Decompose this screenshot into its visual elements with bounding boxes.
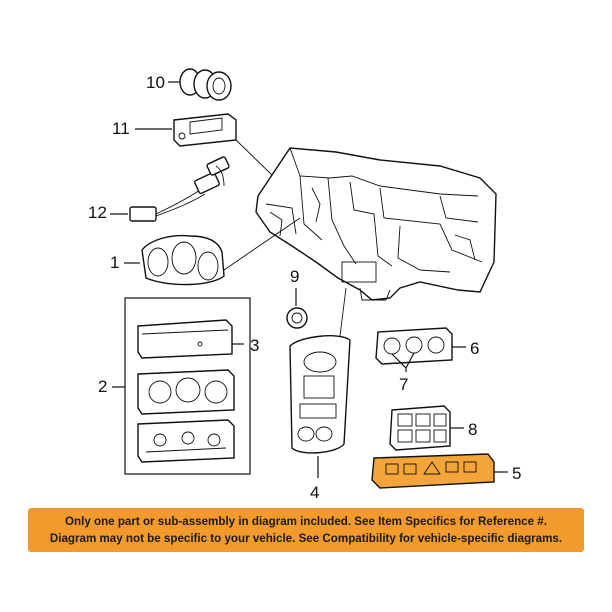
callout-1: 1 bbox=[110, 253, 119, 272]
callout-7: 7 bbox=[399, 375, 408, 394]
part-11-switch-module bbox=[173, 113, 273, 176]
callout-10: 10 bbox=[146, 73, 165, 92]
dashboard-frame bbox=[255, 147, 497, 301]
callout-6: 6 bbox=[470, 339, 479, 358]
part-1-cluster-bezel bbox=[141, 217, 301, 286]
callout-11: 11 bbox=[112, 119, 130, 138]
part-8-switch-bank bbox=[389, 405, 451, 451]
callout-5: 5 bbox=[512, 464, 521, 483]
part-6-climate-control bbox=[375, 327, 453, 365]
part-9-knob bbox=[286, 307, 308, 329]
part-2-group-box bbox=[124, 297, 251, 475]
callout-2: 2 bbox=[98, 377, 107, 396]
part-3-display bbox=[137, 319, 233, 359]
callout-3: 3 bbox=[250, 336, 259, 355]
callout-12: 12 bbox=[88, 203, 107, 222]
disclaimer-banner: Only one part or sub-assembly in diagram… bbox=[28, 508, 584, 552]
part-4-center-bezel bbox=[289, 287, 351, 454]
part-2-circuit-board bbox=[137, 419, 235, 463]
disclaimer-line-1: Only one part or sub-assembly in diagram… bbox=[65, 515, 547, 528]
part-10-knob-cluster bbox=[179, 68, 232, 101]
part-5-bracket bbox=[371, 453, 495, 489]
callout-4: 4 bbox=[310, 483, 319, 502]
disclaimer-line-2: Diagram may not be specific to your vehi… bbox=[49, 532, 563, 545]
part-12-wire-harness bbox=[129, 156, 230, 222]
callout-9: 9 bbox=[290, 267, 299, 286]
callout-8: 8 bbox=[468, 420, 477, 439]
part-2-cluster-assembly bbox=[137, 369, 235, 415]
